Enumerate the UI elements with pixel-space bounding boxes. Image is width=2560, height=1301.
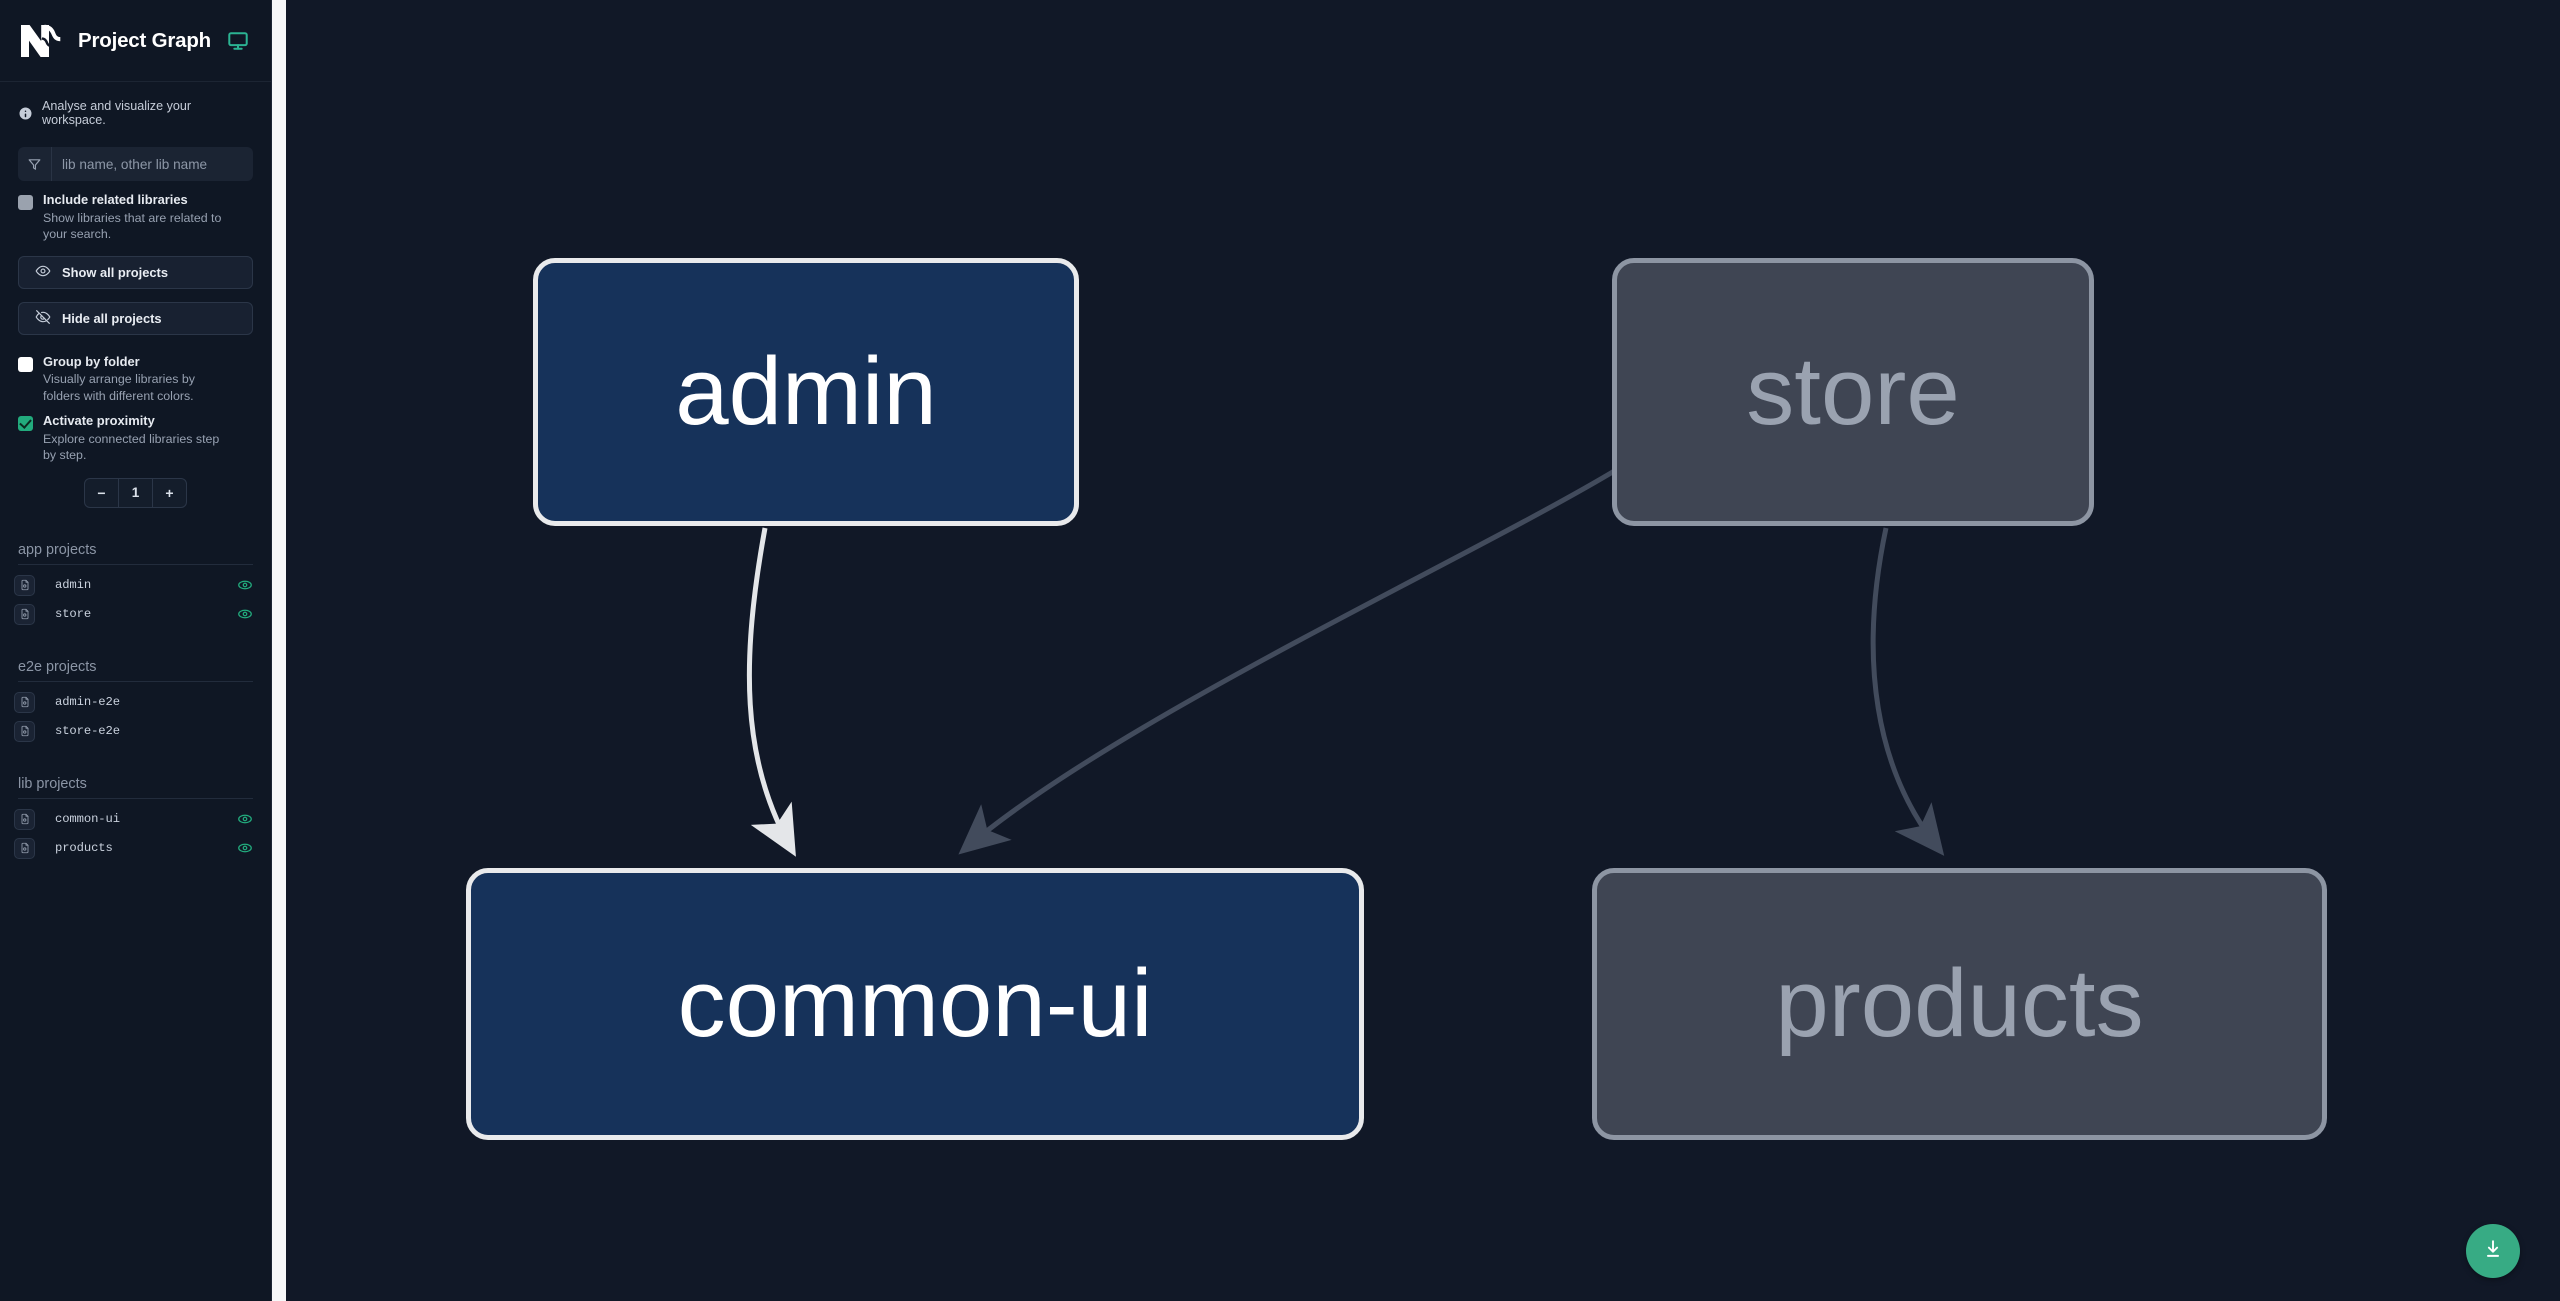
monitor-icon[interactable] [227,30,249,52]
sidebar: Project Graph Analyse and visualize your… [0,0,272,1301]
edge-store-to-products [1870,527,1945,856]
graph-node-common-ui[interactable]: common-ui [466,868,1364,1140]
graph-canvas[interactable]: admin store common-ui products [286,0,2560,1301]
divider [18,680,253,682]
graph-node-store[interactable]: store [1612,258,2094,526]
divider [18,797,253,799]
option-description: Show libraries that are related to your … [43,210,222,242]
option-label: Include related libraries [43,192,188,207]
option-activate-proximity[interactable]: Activate proximity Explore connected lib… [0,404,271,464]
eye-icon [35,263,51,282]
eye-icon[interactable] [237,840,253,856]
project-name: store [55,607,92,622]
project-name: common-ui [55,812,120,827]
checkbox-include-related-libraries[interactable] [18,195,33,210]
project-row-products[interactable]: products [0,834,271,863]
project-group-e2e: e2e projects admin-e2e [0,659,271,746]
project-row-admin[interactable]: admin [0,571,271,600]
graph-node-label: store [1746,338,1960,445]
sidebar-tagline: Analyse and visualize your workspace. [0,82,271,127]
edge-store-to-common-ui [958,467,1618,855]
project-row-store[interactable]: store [0,600,271,629]
sidebar-scrollbar[interactable] [272,0,286,1301]
project-row-admin-e2e[interactable]: admin-e2e [0,688,271,717]
graph-node-label: common-ui [677,950,1153,1057]
hide-all-projects-button[interactable]: Hide all projects [18,301,253,335]
project-group-title: app projects [18,541,97,558]
hide-all-projects-label: Hide all projects [62,310,162,326]
proximity-value: 1 [118,478,152,507]
graph-node-label: admin [675,338,937,445]
checkbox-group-by-folder[interactable] [18,356,33,372]
graph-edges [746,467,1945,857]
graph-node-admin[interactable]: admin [533,258,1079,526]
checkbox-activate-proximity[interactable] [18,416,33,432]
project-group-title: e2e projects [18,658,97,675]
proximity-stepper[interactable]: − 1 + [84,477,187,508]
project-name: store-e2e [55,724,120,739]
download-icon [2482,1238,2504,1265]
project-row-common-ui[interactable]: common-ui [0,805,271,834]
project-row-store-e2e[interactable]: store-e2e [0,717,271,746]
project-name: admin-e2e [55,695,120,710]
option-description: Explore connected libraries step by step… [43,431,220,463]
info-icon [18,106,33,121]
project-name: products [55,841,113,856]
page-title: Project Graph [78,28,211,52]
nx-logo-icon [18,19,64,63]
eye-icon[interactable] [237,811,253,827]
show-all-projects-label: Show all projects [62,264,169,280]
option-label: Activate proximity [43,413,155,429]
option-label: Group by folder [43,353,140,369]
project-file-icon [14,691,35,713]
search-input[interactable] [52,147,253,181]
project-file-icon [14,837,35,859]
proximity-decrement-button[interactable]: − [97,484,106,501]
tagline-text: Analyse and visualize your workspace. [42,99,192,127]
filter-icon [18,147,52,181]
project-file-icon [14,720,35,742]
project-file-icon [14,603,35,625]
search-bar[interactable] [18,147,253,181]
show-all-projects-button[interactable]: Show all projects [18,255,253,289]
project-file-icon [14,574,35,596]
graph-node-label: products [1775,950,2144,1057]
project-group-app: app projects admin [0,542,271,629]
edge-admin-to-common-ui [746,527,796,857]
project-group-lib: lib projects common-ui [0,776,271,863]
project-group-title: lib projects [18,775,87,792]
option-description: Visually arrange libraries by folders wi… [43,372,195,403]
graph-node-products[interactable]: products [1592,868,2327,1140]
proximity-increment-button[interactable]: + [152,478,186,507]
eye-off-icon [35,309,51,328]
download-button[interactable] [2466,1224,2520,1278]
option-group-by-folder[interactable]: Group by folder Visually arrange librari… [0,335,271,405]
eye-icon[interactable] [237,577,253,593]
eye-icon[interactable] [237,606,253,622]
sidebar-header: Project Graph [0,0,271,82]
project-file-icon [14,808,35,830]
project-name: admin [55,578,92,593]
option-include-related-libraries[interactable]: Include related libraries Show libraries… [0,181,271,243]
divider [18,563,253,565]
